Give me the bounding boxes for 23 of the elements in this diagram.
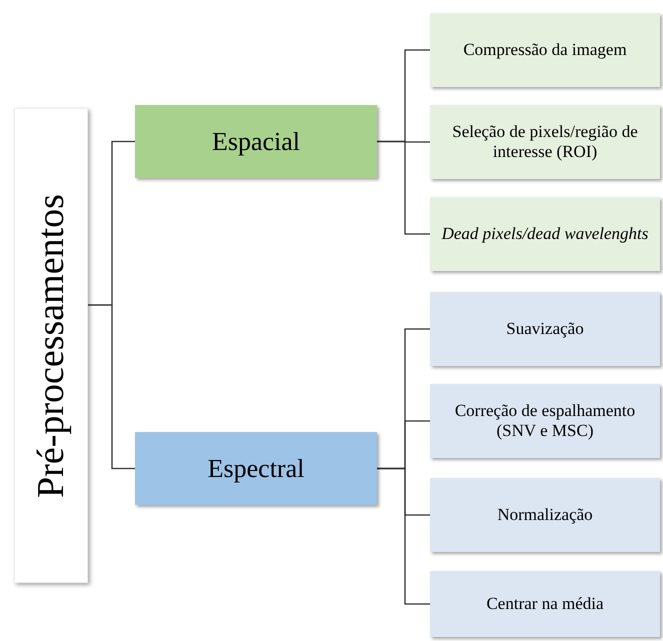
category-box: [135, 432, 377, 505]
node-text: Pré-processamentos: [32, 194, 70, 498]
category-box: [430, 571, 660, 637]
node-text: Seleção de pixels/região de interesse (ROI): [451, 122, 639, 162]
node-text: Dead pixels/dead wavelenghts: [442, 224, 648, 244]
category-box: [430, 384, 660, 458]
node-text: Normalização: [497, 505, 593, 525]
node-text: Espacial: [212, 126, 300, 158]
category-box: [135, 105, 377, 178]
category-box: [430, 13, 660, 87]
node-text: Compressão da imagem: [463, 40, 627, 60]
connector-line: [377, 468, 430, 605]
connector-line: [88, 304, 135, 470]
connector-line: [377, 140, 430, 235]
node-text: Correção de espalhamento (SNV e MSC): [454, 401, 636, 441]
node-text: Centrar na média: [486, 594, 604, 614]
category-box: [430, 197, 660, 271]
node-text: Espectral: [208, 453, 304, 485]
category-box: [14, 108, 88, 583]
node-text: Suavização: [506, 319, 584, 339]
category-box: [430, 478, 660, 552]
category-box: [430, 292, 660, 366]
category-box: [430, 105, 660, 179]
